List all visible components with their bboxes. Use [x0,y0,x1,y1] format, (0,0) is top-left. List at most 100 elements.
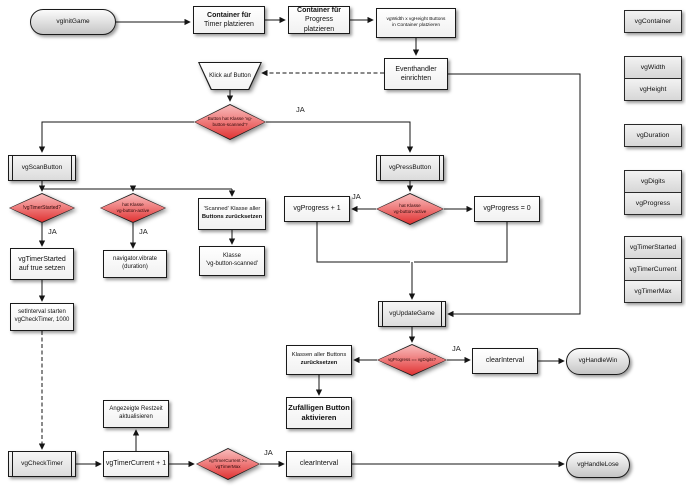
label-line: setInterval starten [18,309,66,316]
subroutine-vgchecktimer: vgCheckTimer [8,451,76,477]
label-line: Progress platzieren [303,16,335,33]
node-label: vgProgress + 1 [293,205,341,213]
legend-item: vgProgress [624,192,682,215]
subroutine-vgscanbutton: vgScanButton [8,155,76,181]
legend-item: vgDigits [624,170,682,193]
step-restzeit: Angezeigte Restzeit aktualisieren [103,400,169,428]
node-label: Klick auf Button [209,73,251,79]
label-line: hat Klasse [122,201,144,207]
label-line: vgCheckTimer, 1000 [14,317,70,323]
label-line: (duration) [122,264,148,270]
step-container-timer: Container für Timer platzieren [193,6,265,34]
decision-progress-max: vgProgress == vgDigits? [377,344,447,376]
decision-button-scanned: Button hat Klasse 'vg- button-scanned'? [194,104,266,140]
label-line: Container für [297,7,341,15]
label-line: Timer platzieren [204,21,254,28]
edge-label-ja: JA [352,192,361,201]
node-label: vgHandleWin [578,357,618,365]
decision-timer-started: !vgTimerStarted? [9,193,75,223]
step-clearinterval-lose: clearInterval [286,451,352,477]
node-label: vgPressButton [388,163,432,171]
decision-button-active-left: hat Klasse vg-button-active [100,193,166,223]
step-klassen-reset: Klassen aller Buttons zurücksetzen [286,345,352,375]
legend-group: vgDuration [624,124,682,147]
step-timer-current-plus: vgTimerCurrent + 1 [103,451,169,477]
subroutine-vgpressbutton: vgPressButton [376,155,444,181]
legend-group: vgDigits vgProgress [624,170,682,215]
label-line: vgTimerMax [215,464,241,469]
label-line: Angezeigte Restzeit [109,406,163,413]
label-line: Klasse [222,253,241,260]
legend-item: vgTimerMax [624,280,682,303]
trapezoid-fill [199,63,261,89]
node-label: vgScanButton [21,163,63,171]
step-eventhandler: Eventhandler einrichten [384,58,448,90]
node-label: vgTimerCurrent + 1 [105,460,167,468]
legend-item: vgDuration [624,124,682,147]
label-line: vgTimerStarted [18,255,66,263]
edge-label-ja: JA [452,344,461,353]
label-line: in Container platzieren [392,23,440,28]
label-line: vgProgress == vgDigits? [388,356,436,362]
label-line: 'vg-button-scanned' [206,261,258,267]
legend-group: vgWidth vgHeight [624,56,682,101]
label-line: auf true setzen [18,265,66,272]
edge-label-ja: JA [296,105,305,114]
label-line: vg-button-active [393,209,427,214]
legend-item: vgContainer [624,10,682,33]
edge-label-ja: JA [264,448,273,457]
label-line: Buttons zurücksetzen [201,214,263,220]
legend-item: vgTimerCurrent [624,258,682,281]
label-line: aktualisieren [119,414,153,420]
label-line: Eventhandler [395,65,437,73]
label-line: Zufälligen Button [288,403,350,413]
step-klasse-scanned: Klasse 'vg-button-scanned' [199,246,265,276]
step-clearinterval-win: clearInterval [472,348,538,374]
label-line: 'Scanned' Klasse aller [203,206,261,213]
step-navigator-vibrate: navigator.vibrate (duration) [103,250,167,278]
terminator-vginitgame: vgInitGame [30,9,116,35]
label-line: vg-button-active [116,208,150,213]
manual-input-klick-auf-button: Klick auf Button [198,62,262,90]
label-line: zurücksetzen [300,360,338,366]
label-line: navigator.vibrate [112,256,158,263]
node-label: vgHandleLose [577,460,619,468]
label-line: einrichten [400,75,432,82]
node-label: vgInitGame [56,17,90,25]
node-label: vgCheckTimer [21,459,63,467]
step-random-button: Zufälligen Button aktivieren [286,397,352,429]
edge-label-ja: JA [48,227,57,236]
legend-item: vgTimerStarted [624,236,682,259]
legend-item: vgHeight [624,78,682,101]
label-line: Container für [207,11,251,19]
label-line: vgWidth x vgHeight Buttons [386,16,446,22]
legend-item: vgWidth [624,56,682,79]
label-line: hat Klasse [399,202,421,208]
node-label: vgProgress = 0 [483,205,531,213]
step-setinterval: setInterval starten vgCheckTimer, 1000 [10,303,74,331]
step-buttons-platzieren: vgWidth x vgHeight Buttons in Container … [376,8,456,38]
legend-group: vgTimerStarted vgTimerCurrent vgTimerMax [624,236,682,303]
label-line: Klassen aller Buttons [291,352,347,359]
step-progress-zero: vgProgress = 0 [474,196,540,222]
subroutine-vgupdategame: vgUpdateGame [378,301,446,327]
node-label: clearInterval [485,357,525,365]
step-timer-started-true: vgTimerStarted auf true setzen [10,248,74,280]
legend-group: vgContainer [624,10,682,33]
label-line: Button hat Klasse 'vg- [207,115,253,121]
decision-button-active-right: hat Klasse vg-button-active [376,193,444,225]
node-label: vgUpdateGame [389,309,435,317]
terminator-vghandlewin: vgHandleWin [566,348,630,375]
label-line: button-scanned'? [212,122,248,127]
label-line: !vgTimerStarted? [22,204,62,211]
node-label: clearInterval [299,460,339,468]
step-scanned-reset: 'Scanned' Klasse aller Buttons zurückset… [198,198,266,230]
label-line: aktivieren [301,413,337,422]
decision-timer-max: vgTimerCurrent >= vgTimerMax [196,448,260,480]
step-container-progress: Container für Progress platzieren [288,6,350,34]
label-line: vgTimerCurrent >= [208,457,248,463]
edge-label-ja: JA [139,227,148,236]
step-progress-plus: vgProgress + 1 [284,196,350,222]
